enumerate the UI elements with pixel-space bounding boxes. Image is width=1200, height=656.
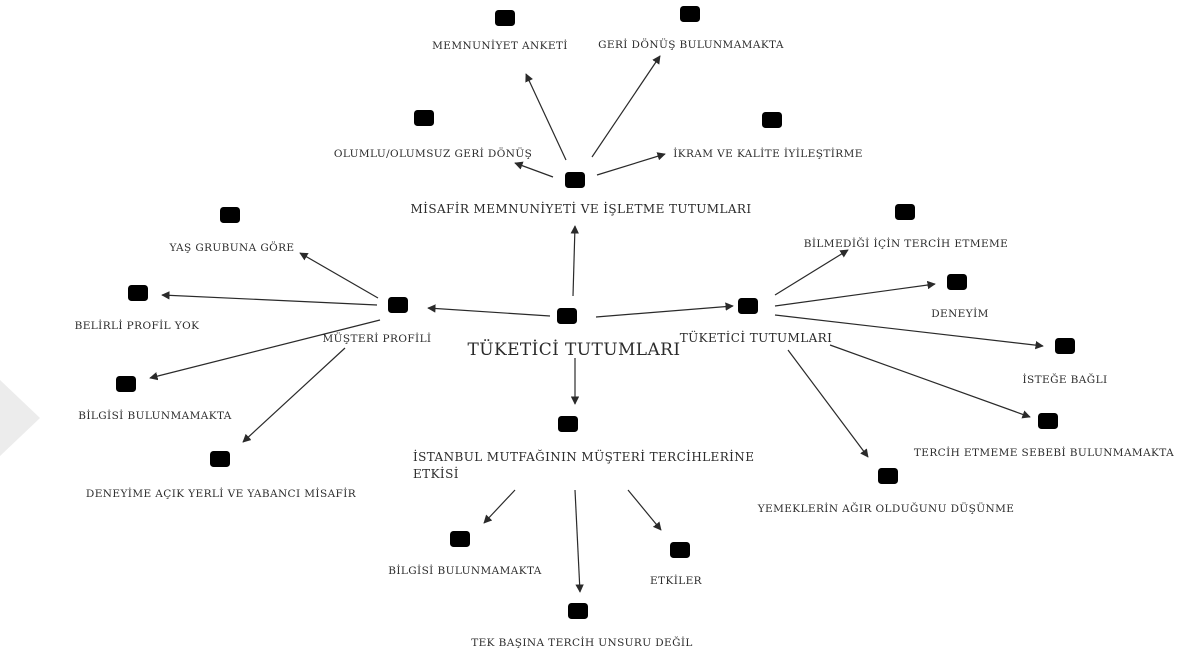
edge-satisfaction-feedback [514,161,554,178]
node-label: TÜKETİCİ TUTUMLARI [680,329,832,345]
edge-root-profile [427,304,551,317]
code-icon [450,531,470,547]
code-icon [116,376,136,392]
node-label: BELİRLİ PROFİL YOK [75,318,200,332]
code-icon [565,172,585,188]
code-icon [738,298,758,314]
node-label: OLUMLU/OLUMSUZ GERİ DÖNÜŞ [334,146,532,160]
node-label: ETKİLER [650,573,703,587]
code-icon [1055,338,1075,354]
edge-profile-open [242,347,346,443]
edge-root-satisfaction [570,225,579,297]
node-open-guest[interactable]: DENEYİME AÇIK YERLİ VE YABANCI MİSAFİR [86,451,357,500]
node-no-feedback[interactable]: GERİ DÖNÜŞ BULUNMAMAKTA [598,6,784,51]
edges [149,55,1044,593]
code-icon [210,451,230,467]
corner-fold [0,380,40,456]
node-label: DENEYİM [931,306,989,320]
node-optional[interactable]: İSTEĞE BAĞLI [1022,338,1107,386]
node-root[interactable]: TÜKETİCİ TUTUMLARI [468,308,681,360]
nodes: TÜKETİCİ TUTUMLARI MİSAFİR MEMNUNİYETİ V… [75,6,1174,649]
node-experience[interactable]: DENEYİM [931,274,989,320]
edge-istanbul-affects [627,489,662,531]
edge-satisfaction-nofeedback [591,55,661,158]
node-label: MEMNUNİYET ANKETİ [432,38,568,52]
code-icon [762,112,782,128]
edge-consumer-optional [774,314,1044,350]
edge-root-consumer [595,302,734,318]
edge-profile-noprofile [161,291,378,306]
code-icon [495,10,515,26]
node-no-reason[interactable]: TERCİH ETMEME SEBEBİ BULUNMAMAKTA [914,413,1174,459]
node-label: BİLMEDİĞİ İÇİN TERCİH ETMEME [804,236,1009,250]
node-no-info-profile[interactable]: BİLGİSİ BULUNMAMAKTA [78,376,232,422]
node-label: İKRAM VE KALİTE İYİLEŞTİRME [673,146,863,160]
node-label: MİSAFİR MEMNUNİYETİ VE İŞLETME TUTUMLARI [411,201,752,216]
node-affects[interactable]: ETKİLER [650,542,703,587]
node-unknown[interactable]: BİLMEDİĞİ İÇİN TERCİH ETMEME [804,204,1009,250]
node-label: İSTANBUL MUTFAĞININ MÜŞTERİ TERCİHLERİNE [413,448,754,464]
node-label: GERİ DÖNÜŞ BULUNMAMAKTA [598,37,784,51]
node-label: YAŞ GRUBUNA GÖRE [168,240,294,254]
edge-istanbul-notalone [574,489,584,593]
node-heavy-food[interactable]: YEMEKLERİN AĞIR OLDUĞUNU DÜŞÜNME [757,468,1015,515]
code-icon [680,6,700,22]
edge-consumer-unknown [774,249,849,296]
node-not-alone[interactable]: TEK BAŞINA TERCİH UNSURU DEĞİL [471,603,693,649]
node-label: TERCİH ETMEME SEBEBİ BULUNMAMAKTA [914,445,1174,459]
node-label: TÜKETİCİ TUTUMLARI [468,339,681,360]
node-satisfaction[interactable]: MİSAFİR MEMNUNİYETİ VE İŞLETME TUTUMLARI [411,172,752,216]
node-feedback[interactable]: OLUMLU/OLUMSUZ GERİ DÖNÜŞ [334,110,532,160]
node-profile[interactable]: MÜŞTERİ PROFİLİ [323,297,432,345]
node-label: İSTEĞE BAĞLI [1022,372,1107,386]
edge-consumer-heavy [787,349,869,458]
code-icon [895,204,915,220]
code-icon [558,416,578,432]
node-no-profile[interactable]: BELİRLİ PROFİL YOK [75,285,200,332]
node-improvement[interactable]: İKRAM VE KALİTE İYİLEŞTİRME [673,112,863,160]
node-label: DENEYİME AÇIK YERLİ VE YABANCI MİSAFİR [86,486,357,500]
code-icon [670,542,690,558]
node-label: TEK BAŞINA TERCİH UNSURU DEĞİL [471,635,693,649]
code-icon [388,297,408,313]
code-icon [1038,413,1058,429]
code-icon [878,468,898,484]
edge-profile-noinfo [149,319,381,381]
code-icon [128,285,148,301]
node-label: YEMEKLERİN AĞIR OLDUĞUNU DÜŞÜNME [757,501,1015,515]
node-consumer[interactable]: TÜKETİCİ TUTUMLARI [680,298,832,345]
edge-satisfaction-improvement [596,152,666,176]
code-icon [568,603,588,619]
node-label: BİLGİSİ BULUNMAMAKTA [78,408,232,422]
node-istanbul[interactable]: İSTANBUL MUTFAĞININ MÜŞTERİ TERCİHLERİNE… [413,416,754,481]
edge-profile-age [299,252,379,299]
code-icon [220,207,240,223]
edge-consumer-noreason [829,344,1031,419]
node-label: MÜŞTERİ PROFİLİ [323,331,432,345]
edge-istanbul-noinfo [483,489,516,524]
edge-satisfaction-survey [525,73,567,161]
node-label-line2: ETKİSİ [413,466,459,481]
code-icon [414,110,434,126]
node-age-group[interactable]: YAŞ GRUBUNA GÖRE [168,207,294,254]
node-survey[interactable]: MEMNUNİYET ANKETİ [432,10,568,52]
code-icon [557,308,577,324]
code-icon [947,274,967,290]
edge-consumer-experience [774,280,936,307]
node-label: BİLGİSİ BULUNMAMAKTA [388,563,542,577]
node-no-info-istanbul[interactable]: BİLGİSİ BULUNMAMAKTA [388,531,542,577]
